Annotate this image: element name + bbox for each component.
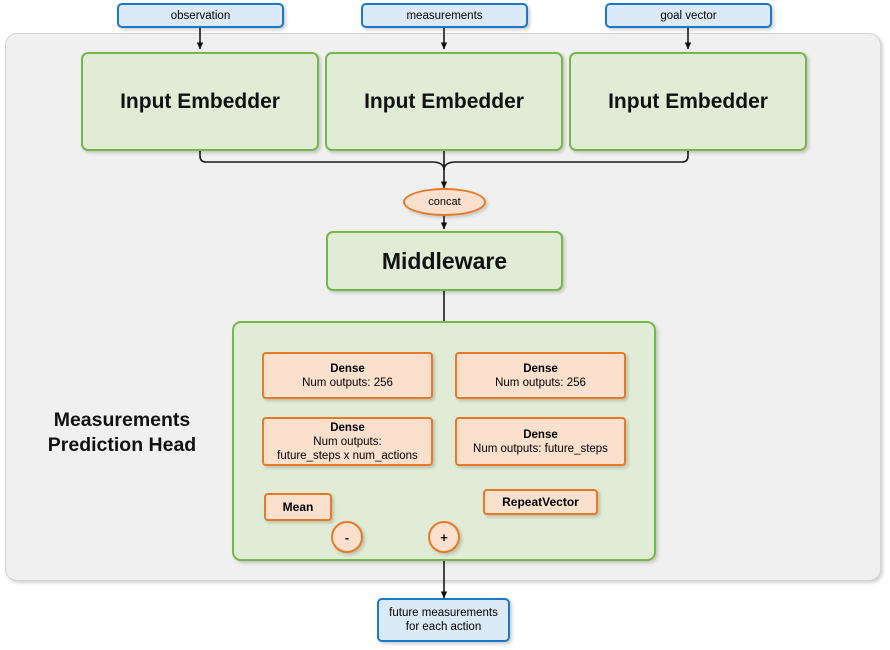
right-dense-2[interactable]: Dense Num outputs: future_steps: [455, 417, 626, 466]
left-dense-2[interactable]: Dense Num outputs: future_steps x num_ac…: [262, 417, 433, 466]
head-title-line1: Measurements: [53, 409, 191, 431]
input-embedder-measurements[interactable]: Input Embedder: [325, 52, 563, 151]
input-goal-vector-label: goal vector: [660, 9, 717, 22]
concat-label: concat: [428, 196, 461, 208]
concat-node[interactable]: concat: [403, 188, 486, 216]
mean-label: Mean: [282, 500, 314, 514]
right-dense-2-outputs: Num outputs: future_steps: [473, 442, 608, 455]
input-embedder-measurements-label: Input Embedder: [364, 89, 524, 113]
repeat-vector-label: RepeatVector: [502, 495, 579, 509]
input-measurements[interactable]: measurements: [361, 3, 528, 28]
head-title-line2: Prediction Head: [47, 434, 197, 456]
measurements-prediction-head-title: Measurements Prediction Head: [22, 408, 222, 458]
subtract-operator-label: -: [344, 529, 350, 545]
subtract-operator[interactable]: -: [331, 521, 363, 553]
add-operator-label: +: [440, 529, 448, 545]
right-dense-1[interactable]: Dense Num outputs: 256: [455, 352, 626, 399]
input-embedder-observation[interactable]: Input Embedder: [81, 52, 319, 151]
mean-block[interactable]: Mean: [264, 493, 332, 521]
input-embedder-goal-vector-label: Input Embedder: [608, 89, 768, 113]
left-dense-1-outputs: Num outputs: 256: [302, 376, 393, 389]
left-dense-2-outputs-value: future_steps x num_actions: [277, 449, 418, 462]
left-dense-1[interactable]: Dense Num outputs: 256: [262, 352, 433, 399]
input-observation[interactable]: observation: [117, 3, 284, 28]
left-dense-2-title: Dense: [330, 421, 365, 434]
repeat-vector-block[interactable]: RepeatVector: [483, 489, 598, 515]
right-dense-2-title: Dense: [523, 428, 558, 441]
input-embedder-observation-label: Input Embedder: [120, 89, 280, 113]
output-future-measurements[interactable]: future measurements for each action: [377, 598, 510, 642]
middleware-block[interactable]: Middleware: [326, 231, 563, 291]
input-observation-label: observation: [170, 9, 231, 22]
left-dense-1-title: Dense: [330, 362, 365, 375]
add-operator[interactable]: +: [428, 521, 460, 553]
right-dense-1-outputs: Num outputs: 256: [495, 376, 586, 389]
input-measurements-label: measurements: [406, 9, 483, 22]
output-line-1: future measurements: [389, 607, 498, 619]
output-line-2: for each action: [405, 621, 482, 633]
left-dense-2-outputs-label: Num outputs:: [313, 435, 382, 448]
right-dense-1-title: Dense: [523, 362, 558, 375]
input-embedder-goal-vector[interactable]: Input Embedder: [569, 52, 807, 151]
input-goal-vector[interactable]: goal vector: [605, 3, 772, 28]
middleware-label: Middleware: [381, 247, 508, 274]
